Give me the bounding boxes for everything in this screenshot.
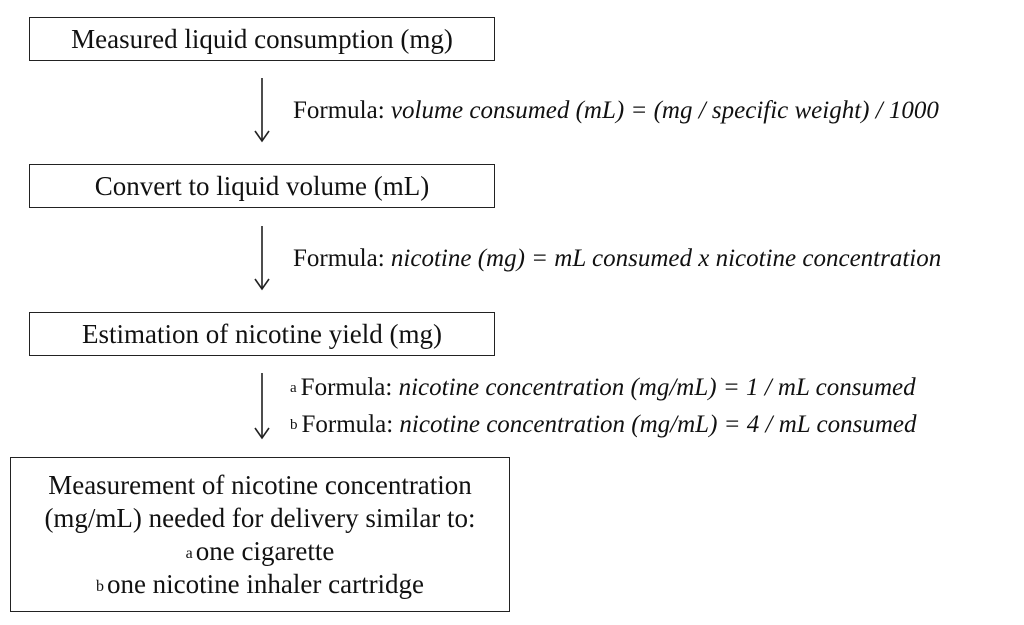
result-item-a-text: one cigarette bbox=[195, 535, 335, 566]
down-arrow-icon bbox=[252, 373, 272, 440]
result-line-2: (mg/mL) needed for delivery similar to: bbox=[44, 502, 476, 533]
formula-label: Formula: bbox=[300, 374, 399, 401]
formula-expression: volume consumed (mL) = (mg / specific we… bbox=[390, 97, 939, 124]
footnote-marker: b bbox=[290, 417, 298, 433]
formula-volume: Formula: volume consumed (mL) = (mg / sp… bbox=[293, 96, 939, 126]
step-label: Measured liquid consumption (mg) bbox=[71, 23, 453, 54]
formula-nicotine: Formula: nicotine (mg) = mL consumed x n… bbox=[293, 244, 941, 274]
formula-expression: nicotine concentration (mg/mL) = 1 / mL … bbox=[398, 374, 916, 401]
result-box-concentration: Measurement of nicotine concentration (m… bbox=[10, 457, 510, 612]
formula-label: Formula: bbox=[293, 245, 391, 272]
result-item-b-text: one nicotine inhaler cartridge bbox=[106, 568, 425, 599]
formula-expression: nicotine concentration (mg/mL) = 4 / mL … bbox=[399, 411, 917, 438]
down-arrow-icon bbox=[252, 78, 272, 143]
down-arrow-icon bbox=[252, 226, 272, 291]
step-box-measured-consumption: Measured liquid consumption (mg) bbox=[29, 17, 495, 61]
result-line-1: Measurement of nicotine concentration bbox=[48, 469, 472, 500]
footnote-marker: a bbox=[290, 380, 297, 396]
formula-label: Formula: bbox=[301, 411, 400, 438]
step-box-convert-volume: Convert to liquid volume (mL) bbox=[29, 164, 495, 208]
formula-expression: nicotine (mg) = mL consumed x nicotine c… bbox=[390, 245, 942, 272]
step-box-nicotine-yield: Estimation of nicotine yield (mg) bbox=[29, 312, 495, 356]
step-label: Estimation of nicotine yield (mg) bbox=[82, 318, 442, 349]
footnote-marker: a bbox=[185, 544, 193, 562]
formula-label: Formula: bbox=[293, 97, 391, 124]
footnote-marker: b bbox=[95, 577, 104, 595]
step-label: Convert to liquid volume (mL) bbox=[94, 170, 430, 201]
